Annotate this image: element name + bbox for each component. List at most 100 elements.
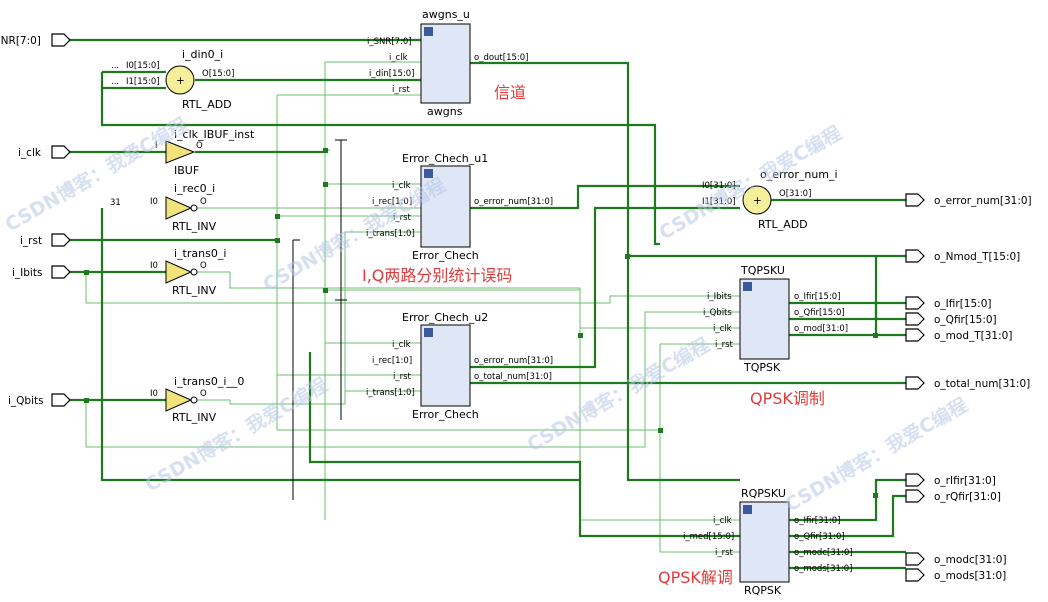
svg-text:i_rec0_i: i_rec0_i [174,182,215,195]
annotation-iq-stats: I,Q两路分别统计误码 [362,266,512,285]
svg-text:O: O [200,197,207,207]
output-port-nmod[interactable]: o_Nmod_T[15:0] [905,249,1020,263]
rqpsk-block[interactable]: RQPSKU i_clk i_med[15:0] i_rst o_Ifir[31… [683,487,853,597]
black-nets [292,139,347,500]
svg-text:i_din0_i: i_din0_i [182,48,223,61]
svg-text:RTL_INV: RTL_INV [172,411,217,424]
svg-text:i_rst: i_rst [20,235,42,247]
svg-text:o_Ifir[15:0]: o_Ifir[15:0] [794,292,841,302]
svg-text:o_error_num[31:0]: o_error_num[31:0] [474,356,553,366]
svg-text:O[15:0]: O[15:0] [202,69,234,79]
watermark: CSDN博客：我爱C编程 [523,333,713,456]
svg-text:I0[31:0]: I0[31:0] [702,181,736,191]
plus-icon: + [753,195,762,207]
expand-icon[interactable] [424,328,433,337]
error-check-u1-block[interactable]: Error_Chech_u1 i_clk i_rec[1:0] i_rst i_… [366,152,553,262]
svg-text:i_clk_IBUF_inst: i_clk_IBUF_inst [174,128,255,141]
svg-text:i_clk: i_clk [18,147,42,159]
svg-text:I0[15:0]: I0[15:0] [126,61,160,71]
svg-text:i_clk: i_clk [389,53,408,63]
svg-text:O[31:0]: O[31:0] [779,189,811,199]
svg-text:o_dout[15:0]: o_dout[15:0] [474,53,529,63]
svg-text:I0: I0 [150,197,158,207]
output-port-rifir[interactable]: o_rIfir[31:0] [905,473,996,487]
svg-text:i_trans0_i__0: i_trans0_i__0 [174,375,244,388]
svg-text:RQPSK: RQPSK [744,584,782,597]
svg-text:IBUF: IBUF [174,164,199,177]
svg-text:o_modc[31:0]: o_modc[31:0] [934,554,1007,566]
svg-text:RTL_ADD: RTL_ADD [182,98,232,111]
output-port-mod[interactable]: o_mod_T[31:0] [905,328,1012,342]
svg-text:i_rst: i_rst [393,372,412,382]
svg-text:i_rst: i_rst [392,85,411,95]
output-port-modc[interactable]: o_modc[31:0] [905,552,1007,566]
svg-text:o_modc[31:0]: o_modc[31:0] [794,548,853,558]
svg-text:O: O [200,261,207,271]
svg-text:awgns_u: awgns_u [422,8,470,21]
svg-text:i_clk: i_clk [713,516,732,526]
svg-text:awgns: awgns [427,105,463,118]
svg-text:i_rec[1:0]: i_rec[1:0] [372,356,412,366]
junction-dots [84,148,878,498]
svg-text:RTL_INV: RTL_INV [172,284,217,297]
expand-icon[interactable] [743,505,752,514]
expand-icon[interactable] [424,169,433,178]
output-port-qfir[interactable]: o_Qfir[15:0] [905,312,997,326]
output-port-rqfir[interactable]: o_rQfir[31:0] [905,489,1001,503]
svg-text:o_Ifir[31:0]: o_Ifir[31:0] [794,516,841,526]
adder-error-num[interactable]: o_error_num_i + I0[31:0] I1[31:0] O[31:0… [702,168,838,231]
svg-text:o_mod_T[31:0]: o_mod_T[31:0] [934,330,1012,342]
inverter-trans0-0[interactable]: i_trans0_i__0 I0 O RTL_INV [150,375,244,424]
svg-text:i_Qbits: i_Qbits [703,308,732,318]
svg-text:i_clk: i_clk [713,324,732,334]
svg-text:O: O [200,389,207,399]
annotations: 信道 I,Q两路分别统计误码 QPSK调制 QPSK解调 [362,83,825,587]
svg-text:o_error_num_i: o_error_num_i [760,168,838,181]
inverter-trans0[interactable]: i_trans0_i I0 O RTL_INV [150,247,226,297]
error-check-u2-block[interactable]: Error_Chech_u2 i_clk i_rec[1:0] i_rst i_… [366,311,553,421]
svg-text:i_Qbits: i_Qbits [8,395,44,407]
svg-text:o_mods[31:0]: o_mods[31:0] [934,570,1006,582]
expand-icon[interactable] [424,27,433,36]
svg-text:i_rst: i_rst [393,213,412,223]
inverter-rec0[interactable]: i_rec0_i I0 O 31 RTL_INV [110,182,217,233]
input-port-qbits[interactable]: i_Qbits [8,393,71,407]
input-port-snr[interactable]: SNR[7:0] [0,33,71,47]
input-port-ibits[interactable]: i_Ibits [12,265,71,279]
input-port-rst[interactable]: i_rst [20,233,71,247]
plus-icon: + [176,75,185,87]
svg-text:I1[15:0]: I1[15:0] [126,77,160,87]
svg-text:Error_Chech: Error_Chech [412,408,479,421]
ibuf-clk[interactable]: i_clk_IBUF_inst I O IBUF [155,128,255,177]
svg-text:i_din[15:0]: i_din[15:0] [369,69,414,79]
svg-text:i_trans[1:0]: i_trans[1:0] [366,229,415,239]
output-port-total[interactable]: o_total_num[31:0] [905,376,1030,390]
input-port-clk[interactable]: i_clk [18,145,71,159]
output-port-ifir[interactable]: o_Ifir[15:0] [905,296,991,310]
svg-text:o_mods[31:0]: o_mods[31:0] [794,564,852,574]
svg-text:...: ... [111,77,119,87]
svg-text:I1[31:0]: I1[31:0] [702,197,736,207]
svg-text:i_trans0_i: i_trans0_i [174,247,226,260]
output-port-mods[interactable]: o_mods[31:0] [905,568,1006,582]
tqpsk-block[interactable]: TQPSKU i_Ibits i_Qbits i_clk i_rst o_Ifi… [703,264,848,374]
expand-icon[interactable] [743,282,752,291]
svg-text:o_mod[31:0]: o_mod[31:0] [794,324,848,334]
adder-din0[interactable]: i_din0_i + ... ... I0[15:0] I1[15:0] O[1… [111,48,234,111]
svg-text:o_error_num[31:0]: o_error_num[31:0] [934,195,1032,207]
svg-text:o_error_num[31:0]: o_error_num[31:0] [474,197,553,207]
svg-text:O: O [196,141,203,151]
output-port-error-num[interactable]: o_error_num[31:0] [905,193,1032,207]
svg-text:i_rec[1:0]: i_rec[1:0] [372,197,412,207]
annotation-qpsk-mod: QPSK调制 [750,389,825,408]
svg-text:...: ... [111,61,119,71]
svg-text:o_Qfir[31:0]: o_Qfir[31:0] [794,532,845,542]
svg-text:Error_Chech_u1: Error_Chech_u1 [402,152,488,165]
svg-text:o_Ifir[15:0]: o_Ifir[15:0] [934,298,991,310]
annotation-channel: 信道 [494,83,526,102]
watermark: CSDN博客：我爱C编程 [655,121,845,244]
svg-text:i_Ibits: i_Ibits [12,267,42,279]
output-ports: o_error_num[31:0] o_Nmod_T[15:0] o_Ifir[… [905,193,1032,582]
svg-text:i_Ibits: i_Ibits [707,292,732,302]
awgns-block[interactable]: awgns_u i_SNR[7:0] i_clk i_din[15:0] i_r… [367,8,529,118]
